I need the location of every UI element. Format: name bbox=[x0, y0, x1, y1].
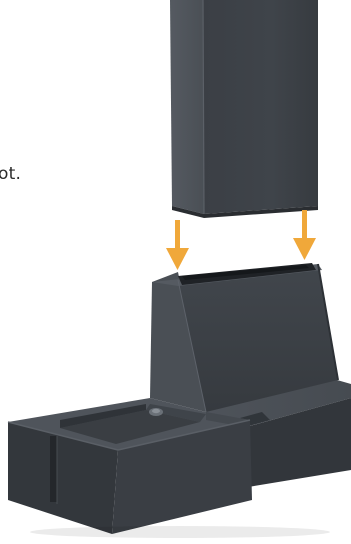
base-left-front-face bbox=[112, 420, 252, 534]
down-arrow-left bbox=[166, 220, 189, 270]
socket-side-face bbox=[150, 272, 206, 412]
base-side-slot bbox=[50, 436, 57, 502]
top-tube-side-face bbox=[170, 0, 204, 214]
socket-front-face bbox=[178, 266, 338, 412]
bottom-base-part bbox=[7, 263, 351, 538]
base-pocket-floor bbox=[60, 410, 200, 444]
down-arrow-right bbox=[293, 210, 316, 260]
base-right-front-face bbox=[228, 398, 351, 490]
cropped-caption-text: ot. bbox=[0, 164, 22, 184]
top-tube-front-face bbox=[203, 0, 318, 214]
base-left-side-face bbox=[8, 422, 118, 534]
top-tube-part bbox=[170, 0, 318, 218]
